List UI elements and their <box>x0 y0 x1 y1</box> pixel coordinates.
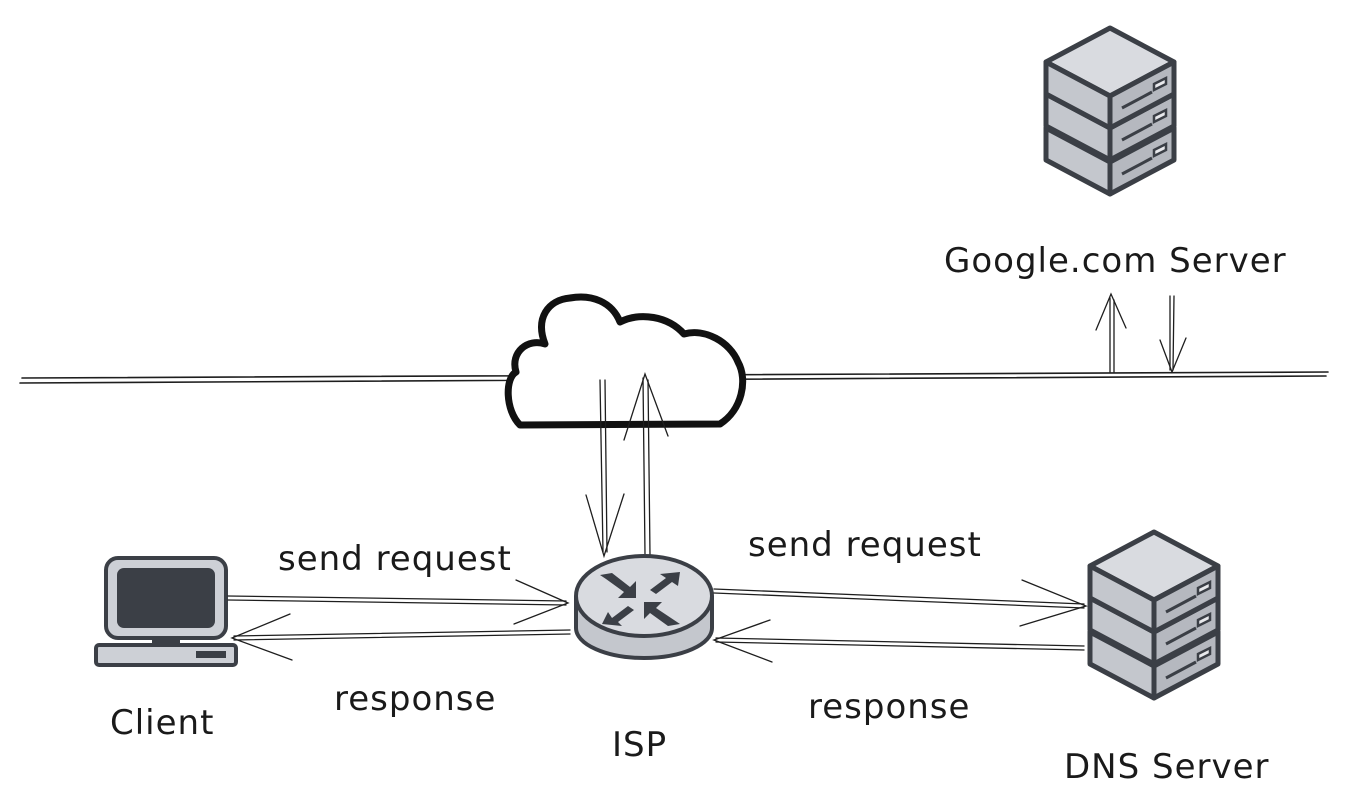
send-request-right-label: send request <box>748 525 982 565</box>
dns-server-icon <box>1090 532 1218 698</box>
cloud-to-isp-arrow <box>585 379 625 559</box>
isp-label: ISP <box>612 725 667 765</box>
google-server-label: Google.com Server <box>944 241 1287 281</box>
isp-to-client-response-arrow <box>230 613 571 661</box>
dns-server-label: DNS Server <box>1064 747 1270 787</box>
send-request-left-label: send request <box>278 539 512 579</box>
client-to-isp-request-arrow <box>227 579 570 625</box>
response-left-label: response <box>334 679 496 719</box>
isp-router-icon <box>574 554 714 660</box>
cloud-icon <box>504 293 747 429</box>
dns-to-isp-response-arrow <box>712 619 1085 663</box>
google-uplink-arrow <box>1095 292 1127 373</box>
google-server-icon <box>1046 28 1174 194</box>
google-downlink-arrow <box>1159 295 1187 374</box>
client-label: Client <box>110 703 214 743</box>
isp-to-cloud-arrow <box>623 372 669 556</box>
client-computer-icon <box>94 556 238 667</box>
isp-to-dns-request-arrow <box>713 579 1088 627</box>
response-right-label: response <box>808 687 970 727</box>
